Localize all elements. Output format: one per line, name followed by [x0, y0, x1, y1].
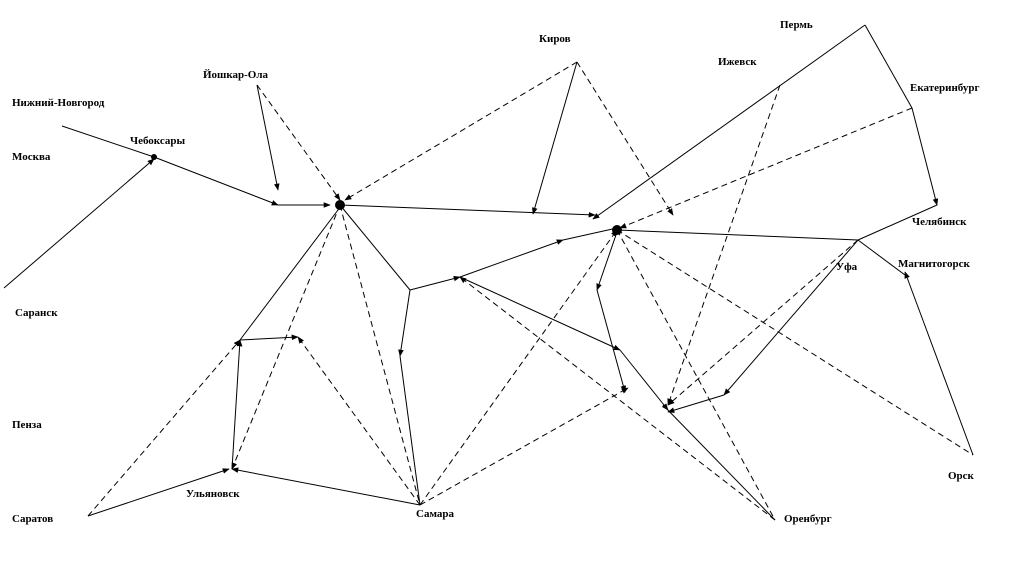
solid-route-31 — [904, 271, 974, 456]
hub-node-west — [335, 200, 345, 210]
city-label-orsk: Орск — [948, 470, 975, 482]
dashed-route-34 — [576, 61, 674, 216]
city-label-ulyanovsk: Ульяновск — [186, 488, 240, 500]
solid-route-28 — [723, 239, 859, 396]
solid-route-4 — [256, 84, 280, 191]
city-label-penza: Пенза — [12, 419, 42, 431]
solid-route-5 — [339, 204, 596, 218]
hub-node-east — [612, 225, 622, 235]
dashed-route-40 — [87, 339, 241, 517]
city-label-samara: Самара — [416, 508, 454, 520]
solid-route-22 — [596, 289, 627, 393]
solid-route-29 — [667, 394, 725, 413]
solid-route-17 — [398, 289, 411, 357]
solid-route-8 — [864, 24, 913, 109]
route-edges — [3, 24, 974, 521]
solid-route-9 — [911, 107, 939, 206]
city-label-izhevsk: Ижевск — [718, 56, 757, 68]
solid-route-18 — [399, 355, 421, 506]
city-label-ekaterinburg: Екатеринбург — [910, 82, 980, 94]
dashed-route-44 — [616, 229, 776, 521]
city-label-kirov: Киров — [539, 33, 571, 45]
city-label-yoshkar-ola: Йошкар-Ола — [203, 69, 269, 81]
city-label-cheboksary: Чебоксары — [130, 135, 186, 147]
solid-route-30 — [662, 404, 776, 521]
dashed-route-39 — [297, 336, 421, 506]
city-label-ufa: Уфа — [836, 261, 858, 273]
city-label-chelyabinsk: Челябинск — [912, 216, 967, 228]
cheboksary-node — [151, 154, 157, 160]
solid-route-21 — [596, 231, 618, 291]
solid-route-19 — [459, 276, 621, 351]
city-label-nizhny-novgorod: Нижний-Новгород — [12, 97, 105, 109]
solid-route-27 — [239, 209, 339, 341]
solid-route-0 — [61, 125, 155, 158]
solid-route-23 — [231, 467, 421, 506]
city-label-saransk: Саранск — [15, 307, 58, 319]
city-label-orenburg: Оренбург — [784, 513, 832, 525]
solid-route-25 — [231, 339, 243, 470]
dashed-route-36 — [667, 84, 781, 406]
solid-route-26 — [239, 334, 299, 341]
city-label-perm: Пермь — [780, 19, 813, 31]
city-label-moscow: Москва — [12, 151, 51, 163]
dashed-route-35 — [619, 107, 913, 229]
city-label-saratov: Саратов — [12, 513, 53, 525]
city-label-magnitogorsk: Магнитогорск — [898, 258, 971, 270]
solid-route-1 — [153, 156, 279, 206]
dashed-route-45 — [616, 229, 974, 456]
dashed-route-33 — [344, 61, 578, 201]
solid-route-11 — [857, 204, 938, 241]
solid-route-3 — [3, 158, 155, 289]
dashed-route-43 — [459, 276, 776, 521]
solid-route-7 — [592, 24, 866, 220]
solid-route-6 — [532, 61, 578, 215]
dashed-route-32 — [256, 84, 341, 201]
solid-route-14 — [409, 275, 461, 291]
dashed-route-38 — [339, 204, 421, 506]
solid-route-13 — [339, 204, 411, 291]
city-labels: Москва Нижний-Новгород Чебоксары Йошкар-… — [12, 19, 980, 525]
dashed-route-46 — [667, 239, 859, 406]
dashed-route-42 — [419, 387, 629, 506]
solid-route-10 — [616, 229, 859, 241]
dashed-route-41 — [419, 229, 618, 506]
solid-route-15 — [459, 239, 564, 278]
solid-route-12 — [857, 239, 906, 276]
solid-route-16 — [562, 227, 618, 241]
solid-route-24 — [87, 468, 230, 517]
dashed-route-37 — [231, 204, 341, 470]
solid-route-20 — [619, 349, 669, 411]
